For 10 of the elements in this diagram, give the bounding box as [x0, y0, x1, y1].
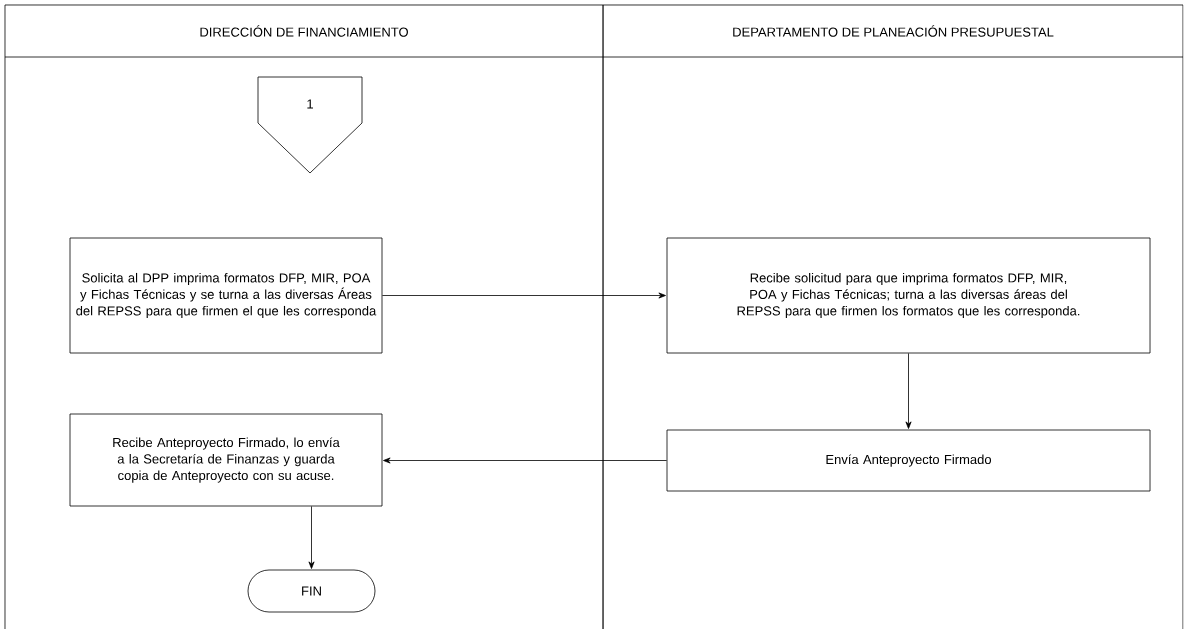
arrow [382, 292, 666, 299]
process-box: Recibe solicitud para que imprima formatos DFP, MIR, POA y Fichas Técnicas; turna a las diversas áreas del REPSS para que firmen los formatos que les corresponda. [666, 237, 1151, 354]
arrow [383, 457, 667, 464]
terminator: FIN [247, 569, 376, 613]
process-box: Envía Anteproyecto Firmado [666, 429, 1151, 492]
off-page-connector: 1 [257, 76, 363, 174]
arrow [308, 506, 315, 569]
process-box: Solicita al DPP imprima formatos DFP, MIR, POA y Fichas Técnicas y se turna a las diversas Áreas del REPSS para que firmen el que les corresponda [69, 237, 383, 354]
arrow [905, 353, 912, 429]
process-box: Recibe Anteproyecto Firmado, lo envía a la Secretaría de Finanzas y guarda copia de Anteproyecto con su acuse. [69, 413, 383, 507]
